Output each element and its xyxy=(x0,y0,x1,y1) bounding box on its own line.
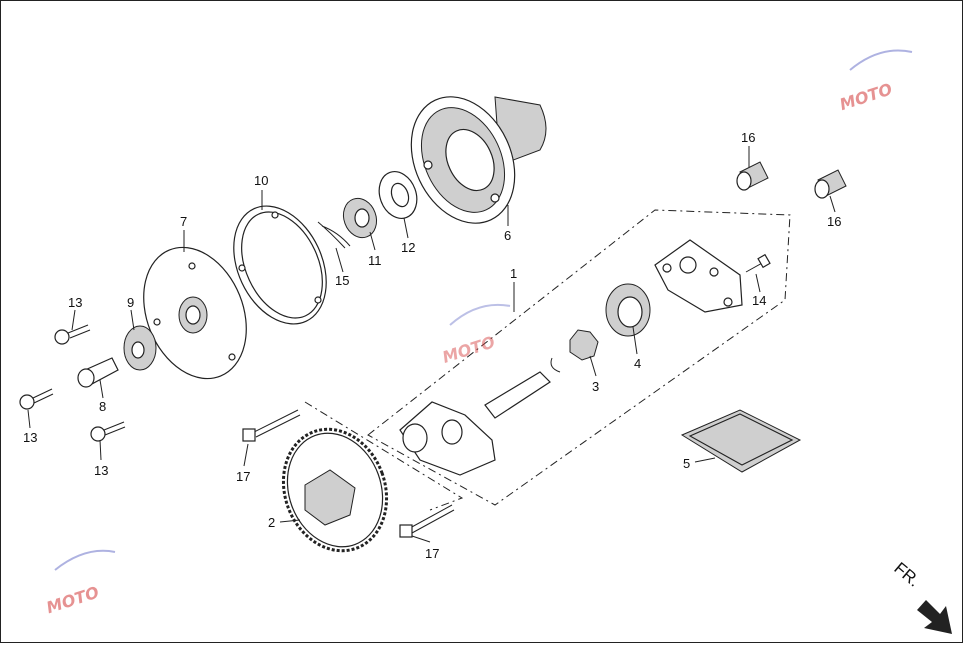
part-3-inner-rotor xyxy=(569,329,599,361)
part-17-bolt-a xyxy=(242,409,301,442)
watermark-logo-bottom-left: MOTO xyxy=(44,549,116,617)
callout-17-b: 17 xyxy=(425,546,439,561)
part-11-nut xyxy=(342,197,378,239)
part-12-washer xyxy=(378,171,418,219)
part-17-bolt-b xyxy=(399,504,455,538)
watermark-logo-top-right: MOTO xyxy=(837,49,913,114)
callout-10: 10 xyxy=(254,173,268,188)
oil-pump-assembly-boundary xyxy=(367,209,791,506)
gear-assembly-boundary xyxy=(304,401,464,511)
callout-9: 9 xyxy=(127,295,134,310)
callout-4: 4 xyxy=(634,356,641,371)
part-8-pin xyxy=(77,357,119,388)
watermark-text-bottom: MOTO xyxy=(44,582,102,617)
leader-lines xyxy=(27,146,836,543)
part-2-drive-gear xyxy=(281,427,389,553)
callout-12: 12 xyxy=(401,240,415,255)
callout-13-a: 13 xyxy=(68,295,82,310)
part-13-screw-c xyxy=(90,421,126,442)
callout-3: 3 xyxy=(592,379,599,394)
front-direction-indicator: FR. xyxy=(890,559,952,634)
callout-16-b: 16 xyxy=(827,214,841,229)
callout-8: 8 xyxy=(99,399,106,414)
part-14-bolt xyxy=(745,253,771,273)
callout-2: 2 xyxy=(268,515,275,530)
part-5-oil-strainer xyxy=(680,409,802,473)
part-4-outer-rotor xyxy=(605,283,651,337)
callout-16-a: 16 xyxy=(741,130,755,145)
snap-ring xyxy=(550,357,561,373)
callout-13-c: 13 xyxy=(94,463,108,478)
callout-14: 14 xyxy=(752,293,766,308)
part-6-pump-cover xyxy=(410,96,547,224)
callout-6: 6 xyxy=(504,228,511,243)
front-arrow-icon xyxy=(917,600,952,634)
part-1-pump-shaft xyxy=(399,371,551,476)
callout-13-b: 13 xyxy=(23,430,37,445)
callout-15: 15 xyxy=(335,273,349,288)
callout-5: 5 xyxy=(683,456,690,471)
part-9-seal xyxy=(123,325,157,371)
callout-7: 7 xyxy=(180,214,187,229)
pump-plate xyxy=(654,239,743,313)
front-direction-label: FR. xyxy=(890,559,923,591)
callout-11: 11 xyxy=(368,253,382,268)
part-15-clip xyxy=(317,221,351,249)
part-16-dowel-b xyxy=(814,169,847,199)
part-7-pump-body xyxy=(143,246,247,380)
part-13-screw-a xyxy=(54,324,91,345)
watermark-logo-center: MOTO xyxy=(440,303,511,367)
callout-1: 1 xyxy=(510,266,517,281)
watermark-text-center: MOTO xyxy=(440,332,498,367)
watermark-text-top: MOTO xyxy=(837,79,895,114)
part-10-gasket xyxy=(233,205,327,325)
part-16-dowel-a xyxy=(736,161,769,191)
callout-17-a: 17 xyxy=(236,469,250,484)
part-13-screw-b xyxy=(19,388,54,410)
